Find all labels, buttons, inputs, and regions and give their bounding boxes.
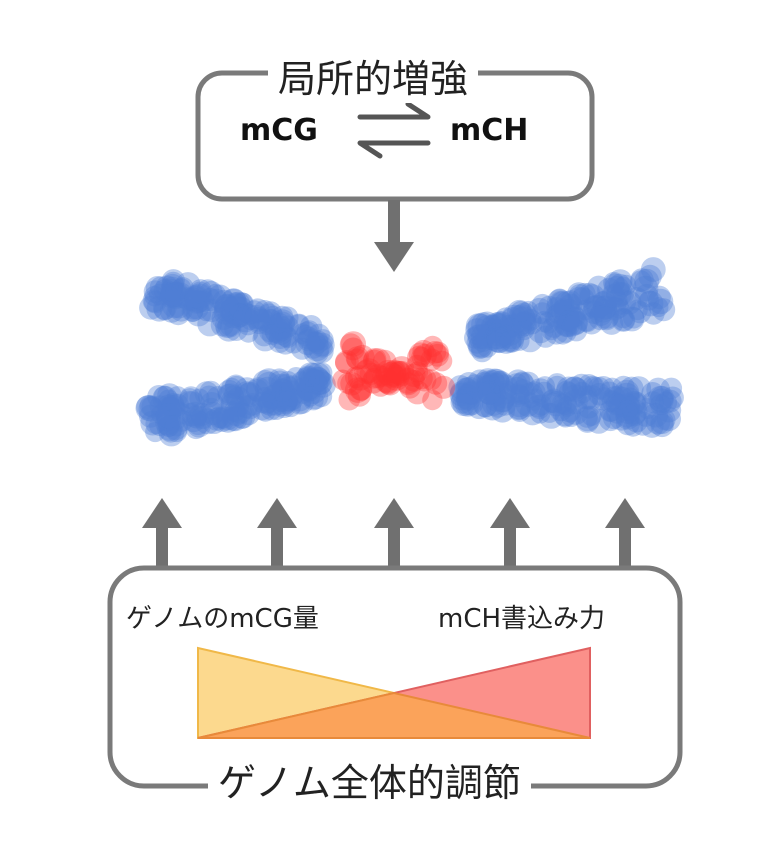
down-arrow-icon (374, 200, 414, 272)
gauge-triangles (197, 646, 591, 739)
mcg-label: mCG (240, 113, 318, 148)
overlap-region (197, 691, 591, 739)
mch-label: mCH (450, 113, 529, 148)
chromatin-arm-upper-left (139, 269, 335, 365)
equilibrium-arrows-icon (357, 101, 431, 159)
centromere-region-a (335, 331, 456, 411)
chromatin-arm-lower-left (135, 362, 336, 447)
chromatin-arm-lower-right (448, 368, 684, 438)
genome-mcg-amount-label: ゲノムのmCG量 (126, 604, 319, 634)
chromatin-arm-upper-right (464, 257, 676, 363)
up-arrow-icon (257, 498, 297, 570)
up-arrow-icon (374, 498, 414, 570)
mch-writing-power-label: mCH書込み力 (438, 604, 606, 634)
local-enhancement-title: 局所的増強 (268, 48, 479, 103)
up-arrows (142, 498, 645, 570)
up-arrow-icon (490, 498, 530, 570)
global-regulation-title: ゲノム全体的調節 (208, 752, 531, 807)
up-arrow-icon (142, 498, 182, 570)
centromere-region-b (332, 335, 453, 411)
up-arrow-icon (605, 498, 645, 570)
chromosome (135, 257, 684, 447)
